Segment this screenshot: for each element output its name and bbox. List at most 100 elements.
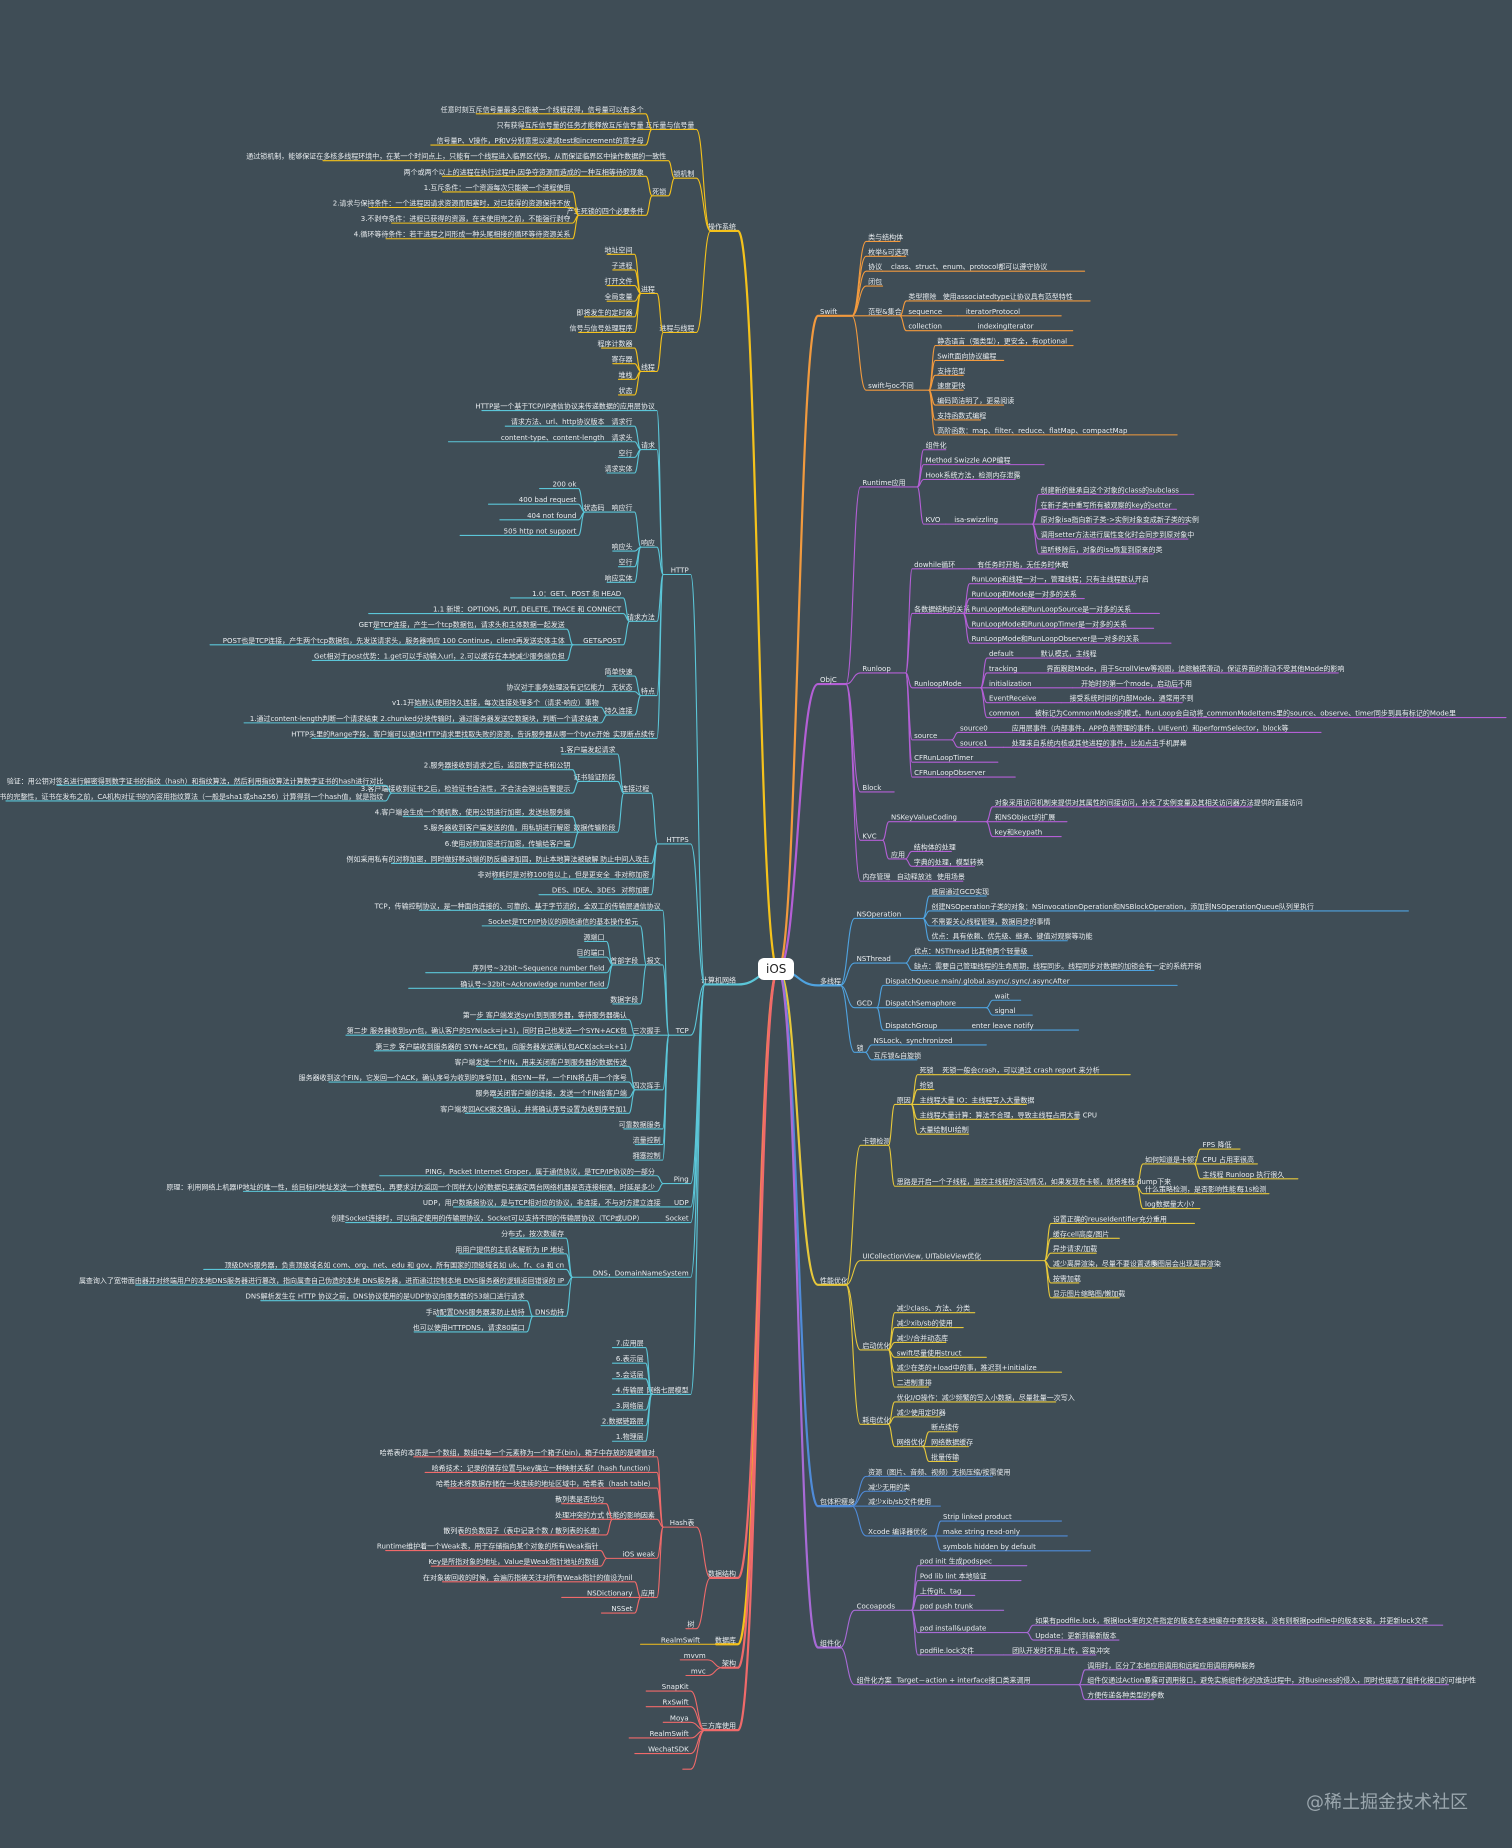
- branch-connector: [910, 1103, 970, 1135]
- node-label: 实现断点续传: [613, 729, 655, 738]
- branch-connector: [651, 983, 706, 1395]
- branch-connector: [905, 672, 1016, 778]
- branch-connector: [985, 821, 1062, 838]
- node-label: RxSwift: [662, 1699, 688, 1707]
- node-label: RealmSwift: [661, 1636, 700, 1644]
- branch-connector: [1193, 1163, 1299, 1180]
- branch-connector: [368, 612, 631, 622]
- node-label: Moya: [670, 1714, 689, 1722]
- node-label: 1.物理层: [616, 1432, 644, 1441]
- branch-connector: [905, 672, 982, 689]
- node-label: dowhile循环: [914, 560, 955, 569]
- branch-connector: [776, 682, 848, 972]
- node-label: 进程与线程: [659, 323, 694, 332]
- branch-connector: [845, 1144, 889, 1286]
- branch-connector: [776, 968, 848, 1286]
- node-label: 属查询入了宽带面由器并对终端用户的本地DNS服务器进行篡改，指向属查自己伪造的本…: [79, 1276, 564, 1285]
- node-label: 分布式，按次数缓存: [501, 1229, 564, 1238]
- node-label: EventReceive: [989, 695, 1036, 703]
- branch-connector: [985, 1007, 1033, 1016]
- node-label: key和keypath: [995, 828, 1042, 837]
- node-label: 和NSObject的扩展: [995, 813, 1055, 822]
- branch-connector: [606, 253, 642, 294]
- branch-connector: [715, 968, 780, 1646]
- node-label: 接受系统时间的内部Mode，通常用不到: [1070, 694, 1194, 703]
- node-label: 3.不剥夺条件：进程已获得的资源，在末使用完之前，不能强行剥夺: [361, 214, 571, 223]
- branch-connector: [882, 839, 906, 860]
- node-label: 任意时刻互斥信号量最多只能被一个线程获得，信号量可以有多个: [441, 105, 644, 114]
- branch-connector: [916, 478, 1016, 488]
- node-label: 卡顿检测: [862, 1136, 890, 1145]
- node-label: 设置正确的reuseIdentifier充分重用: [1053, 1214, 1167, 1223]
- node-label: initialization: [989, 680, 1032, 688]
- node-label: CFRunLoopTimer: [914, 754, 973, 762]
- node-label: 断点续传: [931, 1423, 959, 1432]
- node-label: 互斥锁&自旋锁: [874, 1051, 921, 1060]
- node-label: 各数据结构的关系: [914, 604, 970, 613]
- branch-connector: [617, 370, 642, 396]
- node-label: 三次握手: [633, 1026, 661, 1035]
- node-label: 6.表示层: [616, 1354, 644, 1363]
- node-label: NSKeyValueCoding: [891, 814, 957, 822]
- branch-connector: [611, 1518, 664, 1528]
- node-label: isa-swizzling: [954, 516, 998, 524]
- node-label: 无状态: [612, 683, 633, 692]
- node-label: podfile.lock文件: [920, 1646, 974, 1655]
- node-label: 堆栈: [619, 370, 633, 379]
- node-label: Hook系统方法，检测内存泄露: [926, 471, 1021, 480]
- node-label: 400 bad request: [519, 496, 577, 504]
- main-branch-label: 操作系统: [708, 222, 736, 231]
- node-label: 缓存cell高度/图片: [1053, 1229, 1109, 1238]
- branch-connector: [441, 1581, 642, 1598]
- root-node: iOS: [758, 958, 795, 980]
- branch-connector: [685, 1667, 723, 1677]
- node-label: source0: [960, 724, 988, 732]
- branch-connector: [640, 546, 664, 576]
- node-label: Key是所指对象的地址，Value是Weak指针地址的数组: [428, 1557, 598, 1566]
- node-label: DispatchQueue.main/.global.async/.sync/.…: [885, 977, 1070, 985]
- node-label: 上传git、tag: [920, 1586, 962, 1595]
- node-label: 数据传输阶段: [574, 823, 616, 832]
- node-label: DNS劫持: [535, 1307, 564, 1316]
- node-label: 支持范型: [937, 366, 965, 375]
- branch-connector: [623, 843, 659, 896]
- node-label: 速度更快: [937, 381, 965, 390]
- branch-connector: [135, 1276, 573, 1286]
- node-label: 序列号~32bit~Sequence number field: [472, 964, 604, 973]
- node-label: PING，Packet Internet Groper，属于通信协议，是TCP/…: [425, 1167, 655, 1176]
- node-label: 505 http not support: [504, 527, 577, 535]
- branch-connector: [402, 816, 580, 833]
- branch-connector: [628, 573, 664, 622]
- node-label: NSSet: [611, 1605, 632, 1613]
- branch-connector: [916, 486, 947, 525]
- node-label: 创建Socket连接时，可以指定使用的传输层协议，Socket可以支持不同的传输…: [331, 1214, 644, 1223]
- node-label: 启动优化: [862, 1341, 890, 1350]
- node-label: 4.客户端会生成一个随机数，使用公钥进行加密，发送给服务端: [375, 808, 571, 817]
- node-label: signal: [995, 1007, 1016, 1015]
- branch-connector: [682, 1729, 706, 1770]
- node-label: 按需加载: [1053, 1274, 1081, 1283]
- branch-connector: [606, 546, 642, 583]
- node-label: 客户端发回ACK报文确认，并将确认序号设置为收到序号加1: [440, 1104, 627, 1113]
- node-label: Swift面向协议编程: [937, 351, 996, 360]
- node-label: Pod lib lint 本地验证: [920, 1572, 987, 1581]
- branch-connector: [578, 792, 625, 833]
- branch-connector: [612, 964, 648, 1005]
- node-label: 拥塞控制: [633, 1151, 661, 1160]
- node-label: WechatSDK: [648, 1746, 689, 1754]
- node-label: 报文: [647, 956, 661, 965]
- node-label: 减少在类的+load中的事，推迟到+initialize: [897, 1363, 1037, 1372]
- node-label: 状态: [619, 386, 633, 395]
- node-label: 如何知道是卡顿？: [1145, 1155, 1201, 1164]
- branch-connector: [481, 925, 648, 966]
- node-label: 手动配置DNS服务器来防止劫持: [426, 1307, 525, 1316]
- node-label: 4.传输层: [616, 1385, 644, 1394]
- node-label: 全局变量: [605, 292, 633, 301]
- branch-connector: [851, 285, 884, 317]
- node-label: 顶级DNS服务器，负责顶级域名如 com、org、net、edu 和 gov，所…: [224, 1260, 564, 1269]
- node-label: 哈希技术：记录的储存位置与key确立一种映射关系f（hash function）: [432, 1463, 655, 1472]
- node-label: HTTP: [671, 567, 689, 575]
- watermark-text: @稀土掘金技术社区: [1306, 1792, 1468, 1813]
- node-label: 使用associatedtype让协议具有范型特性: [943, 292, 1073, 301]
